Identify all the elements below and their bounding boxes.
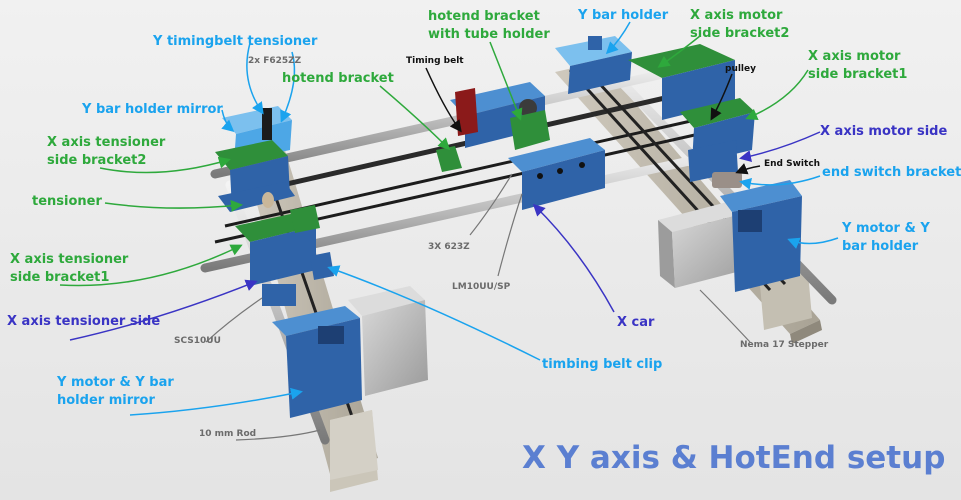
label-end-switch: End Switch xyxy=(764,159,821,169)
label-x-motor-bracket2: X axis motor side bracket2 xyxy=(690,7,789,43)
label-x-tensioner-bracket1: X axis tensioner side bracket1 xyxy=(10,251,128,287)
label-x-tensioner-bracket1-line2: side bracket1 xyxy=(10,270,110,285)
hotend-bracket xyxy=(436,146,462,172)
label-y-motor-holder-line1: Y motor & Y xyxy=(842,221,930,236)
label-hotend-bracket-tube: hotend bracket with tube holder xyxy=(428,8,550,44)
label-x-tensioner-side: X axis tensioner side xyxy=(7,314,161,329)
y-motor-mirror xyxy=(272,286,428,480)
label-y-timingbelt-tensioner: Y timingbelt tensioner xyxy=(153,34,318,49)
label-f625zz: 2x F625ZZ xyxy=(248,56,302,66)
label-hotend-bracket-tube-line2: with tube holder xyxy=(428,27,550,42)
label-pulley: pulley xyxy=(725,64,756,74)
label-hotend-bracket: hotend bracket xyxy=(282,71,394,86)
label-x-motor-bracket2-line1: X axis motor xyxy=(690,8,783,23)
label-y-motor-mirror-line2: holder mirror xyxy=(57,393,155,408)
annotation-arrows xyxy=(59,21,839,441)
label-623z: 3X 623Z xyxy=(428,242,470,252)
y-motor-right xyxy=(658,180,802,292)
label-x-motor-bracket1-line2: side bracket1 xyxy=(808,67,908,82)
label-x-tensioner-bracket2-line2: side bracket2 xyxy=(47,153,147,168)
timing-belt-clip xyxy=(310,252,334,280)
label-x-motor-side: X axis motor side xyxy=(820,124,948,139)
label-x-tensioner-bracket1-line1: X axis tensioner xyxy=(10,252,129,267)
label-x-tensioner-bracket2-line1: X axis tensioner xyxy=(47,135,166,150)
label-y-bar-holder-mirror: Y bar holder mirror xyxy=(82,102,223,117)
x-tensioner-side xyxy=(215,140,320,306)
label-hotend-bracket-tube-line1: hotend bracket xyxy=(428,9,540,24)
label-y-motor-holder-line2: bar holder xyxy=(842,239,919,254)
label-x-motor-bracket1: X axis motor side bracket1 xyxy=(808,48,907,84)
label-y-bar-holder: Y bar holder xyxy=(578,8,669,23)
label-end-switch-bracket: end switch bracket xyxy=(822,165,961,180)
label-y-motor-mirror-line1: Y motor & Y bar xyxy=(57,375,174,390)
label-x-car: X car xyxy=(617,315,655,330)
label-timing-belt-clip: timbing belt clip xyxy=(542,357,663,372)
label-y-motor-mirror: Y motor & Y bar holder mirror xyxy=(57,374,174,410)
diagram-title: X Y axis & HotEnd setup xyxy=(522,440,946,476)
label-x-motor-bracket1-line1: X axis motor xyxy=(808,49,901,64)
end-switch xyxy=(712,172,742,188)
label-tensioner: tensioner xyxy=(32,194,102,209)
label-scs10uu: SCS10UU xyxy=(174,336,221,346)
label-y-motor-holder: Y motor & Y bar holder xyxy=(842,220,930,256)
label-nema17: Nema 17 Stepper xyxy=(740,340,829,350)
label-timing-belt: Timing belt xyxy=(406,56,464,66)
label-rod-10mm: 10 mm Rod xyxy=(199,429,257,439)
label-lm10uu: LM10UU/SP xyxy=(452,282,511,292)
label-x-motor-bracket2-line2: side bracket2 xyxy=(690,26,790,41)
label-x-tensioner-bracket2: X axis tensioner side bracket2 xyxy=(47,134,165,170)
